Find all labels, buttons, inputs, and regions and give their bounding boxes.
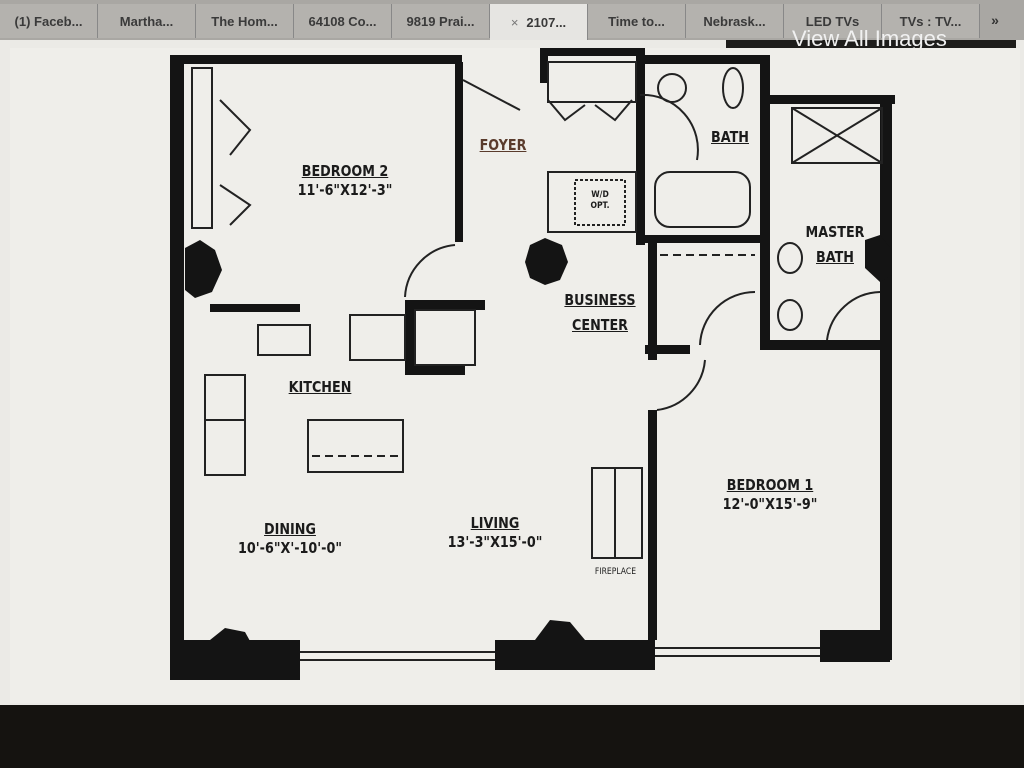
- business-line1: BUSINESS: [564, 291, 636, 309]
- foyer-label: FOYER: [473, 136, 533, 155]
- room-size: 10'-6"X'-10'-0": [238, 539, 342, 557]
- room-name: BEDROOM 1: [726, 476, 814, 494]
- tab-label: LED TVs: [805, 13, 860, 29]
- tab-label: 2107...: [526, 14, 567, 30]
- wd-line1: W/D: [591, 190, 609, 200]
- walls: [170, 48, 895, 680]
- room-size: 12'-0"X15'-9": [722, 495, 818, 513]
- room-size: 11'-6"X12'-3": [297, 181, 393, 199]
- view-all-images-button[interactable]: View All Images: [726, 26, 1016, 51]
- tab-nebraska[interactable]: Nebrask...: [686, 4, 784, 38]
- room-name: BATH: [711, 128, 749, 146]
- tab-label: Martha...: [119, 13, 174, 29]
- room-name: FOYER: [479, 136, 527, 154]
- room-name: BEDROOM 2: [301, 162, 389, 180]
- tab-64108[interactable]: 64108 Co...: [294, 4, 392, 38]
- tab-label: (1) Faceb...: [14, 13, 83, 29]
- tab-label: 64108 Co...: [308, 13, 377, 29]
- room-size: 13'-3"X15'-0": [447, 533, 543, 551]
- master-bath-line2: BATH: [816, 248, 854, 266]
- tab-label: Nebrask...: [703, 13, 766, 29]
- room-name: KITCHEN: [288, 378, 352, 396]
- bath-label: BATH: [705, 128, 756, 147]
- business-center-label: BUSINESS CENTER: [558, 288, 643, 338]
- tab-the-home[interactable]: The Hom...: [196, 4, 294, 38]
- fixtures: [191, 61, 883, 661]
- tab-label: 9819 Prai...: [406, 13, 475, 29]
- close-icon[interactable]: ×: [510, 14, 519, 30]
- master-bath-line1: MASTER: [805, 223, 865, 241]
- tab-9819[interactable]: 9819 Prai...: [392, 4, 490, 38]
- tab-time-to[interactable]: Time to...: [588, 4, 686, 38]
- room-name: DINING: [264, 520, 316, 538]
- tab-led-tvs[interactable]: LED TVs: [784, 4, 882, 38]
- view-all-label: View All Images: [792, 26, 947, 51]
- tab-label: TVs : TV...: [899, 13, 962, 29]
- tab-2107-active[interactable]: × 2107...: [490, 4, 588, 40]
- fireplace-label: FIREPLACE: [594, 567, 637, 577]
- master-bath-label: MASTER BATH: [797, 220, 874, 270]
- kitchen-label: KITCHEN: [278, 378, 363, 397]
- tab-overflow-button[interactable]: »: [991, 12, 999, 28]
- tab-martha[interactable]: Martha...: [98, 4, 196, 38]
- tab-facebook[interactable]: (1) Faceb...: [0, 4, 98, 38]
- wd-line2: OPT.: [590, 201, 610, 211]
- tab-label: The Hom...: [211, 13, 278, 29]
- room-name: LIVING: [470, 514, 520, 532]
- browser-tab-bar: (1) Faceb... Martha... The Hom... 64108 …: [0, 0, 1024, 40]
- tab-tvs[interactable]: TVs : TV...: [882, 4, 980, 38]
- tab-label: Time to...: [608, 13, 665, 29]
- business-line2: CENTER: [572, 316, 628, 334]
